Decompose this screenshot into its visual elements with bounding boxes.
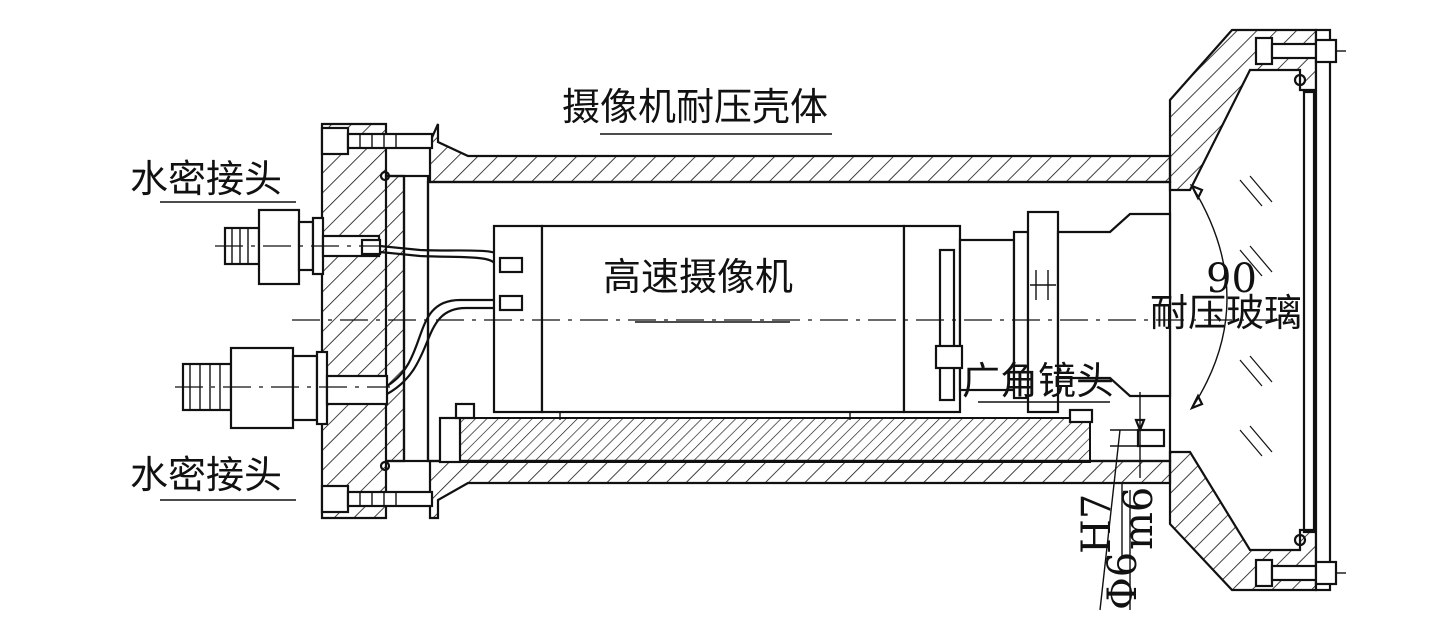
label-connector-top: 水密接头 [130, 157, 282, 201]
connector-bottom [181, 346, 389, 430]
label-angle: 90 [1206, 256, 1257, 302]
fit-dimension [1099, 392, 1146, 611]
mounting-rail [438, 402, 1166, 464]
label-underlines [160, 133, 1110, 501]
lens [934, 210, 1172, 414]
label-lens: 广角镜头 [962, 359, 1114, 403]
end-cap [320, 122, 434, 520]
label-housing: 摄像机耐压壳体 [562, 85, 828, 129]
front-flange [1168, 28, 1346, 592]
label-fit: H7 m6 Φ6 [1074, 484, 1162, 610]
label-fit-numerator: H7 [1074, 494, 1120, 554]
pressure-glass [1239, 90, 1316, 534]
label-glass: 耐压玻璃 [1150, 291, 1302, 335]
label-fit-denominator: m6 [1116, 487, 1162, 550]
label-fit-diameter: Φ6 [1100, 552, 1146, 610]
angle-dimension [1189, 183, 1228, 411]
camera-body [492, 224, 962, 420]
label-camera: 高速摄像机 [603, 255, 793, 299]
label-connector-bottom: 水密接头 [130, 453, 282, 497]
